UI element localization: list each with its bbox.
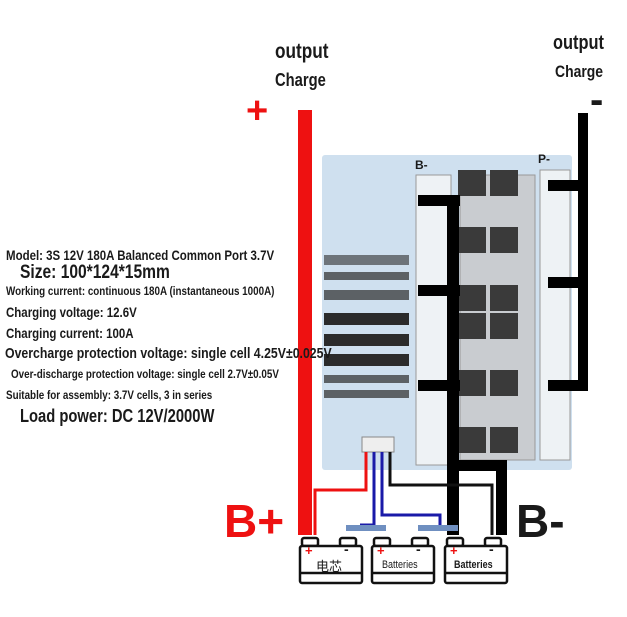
battery-3-minus: - (489, 541, 494, 557)
battery-2 (370, 536, 436, 585)
mosfets (458, 170, 518, 453)
spec-working-current: Working current: continuous 180A (instan… (6, 284, 275, 298)
spec-overdischarge: Over-discharge protection voltage: singl… (11, 367, 279, 381)
spec-load-power: Load power: DC 12V/2000W (20, 406, 215, 426)
spec-overcharge: Overcharge protection voltage: single ce… (5, 345, 332, 362)
battery-1-plus: + (305, 543, 313, 558)
b-minus-pad-label: B- (415, 158, 428, 172)
battery-1-minus: - (344, 541, 349, 557)
spec-charging-current: Charging current: 100A (6, 325, 134, 341)
left-charge-label: Charge (275, 70, 326, 90)
battery-2-label: Batteries (382, 559, 418, 571)
pcb-board (322, 155, 572, 470)
spec-assembly: Suitable for assembly: 3.7V cells, 3 in … (6, 388, 213, 402)
battery-2-minus: - (416, 541, 421, 557)
balance-wires (313, 452, 494, 535)
battery-1 (298, 536, 364, 585)
right-output-label: output (553, 32, 604, 54)
balance-connector (361, 436, 395, 453)
battery-3-plus: + (450, 543, 458, 558)
spec-charging-voltage: Charging voltage: 12.6V (6, 304, 137, 320)
b-minus-wire (418, 195, 507, 535)
spec-size: Size: 100*124*15mm (20, 262, 170, 283)
positive-wire (298, 110, 312, 535)
b-minus-label: B- (516, 495, 565, 547)
negative-output-wire (548, 113, 588, 391)
battery-3-label: Batteries (454, 559, 493, 571)
minus-sign: - (590, 78, 604, 122)
spec-model: Model: 3S 12V 180A Balanced Common Port … (6, 247, 275, 263)
battery-1-label: 电芯 (316, 559, 343, 574)
plus-sign: + (246, 90, 269, 132)
right-charge-label: Charge (555, 62, 604, 81)
left-output-label: output (275, 40, 329, 63)
b-plus-label: B+ (224, 495, 285, 547)
p-minus-pad-label: P- (538, 152, 550, 166)
resistor-array (324, 255, 409, 398)
battery-2-plus: + (377, 543, 385, 558)
battery-3 (443, 536, 509, 585)
